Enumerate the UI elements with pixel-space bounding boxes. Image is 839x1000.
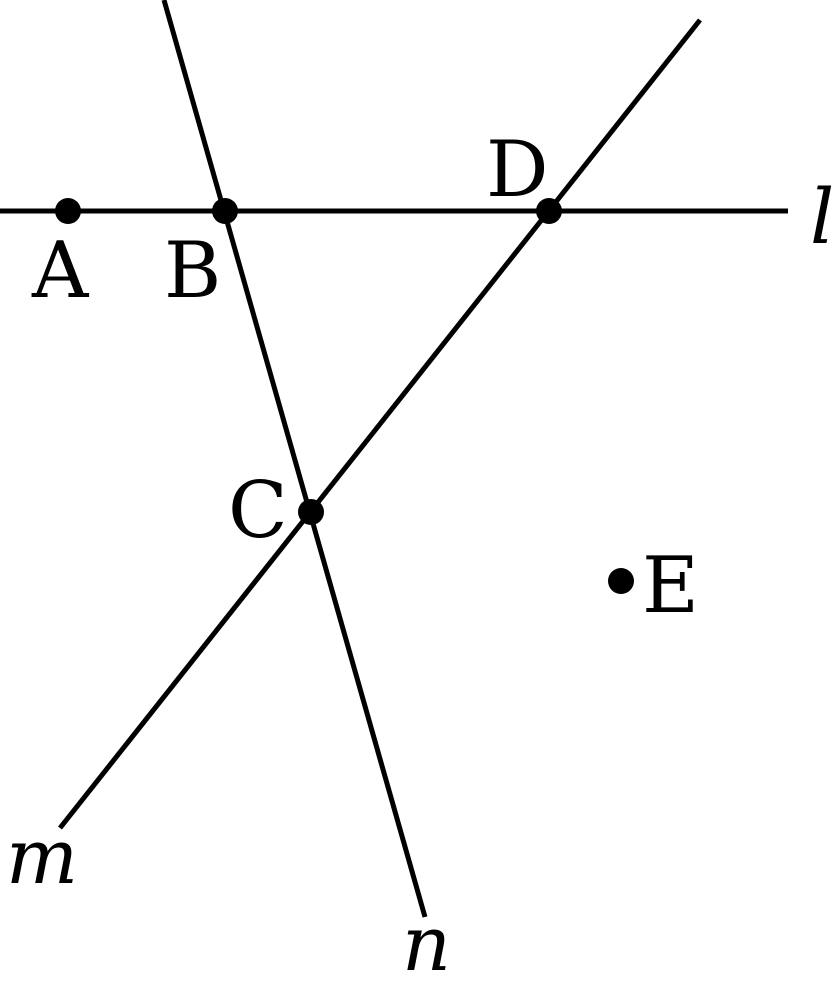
line-m — [58, 18, 702, 830]
point-b-label: B — [164, 226, 221, 316]
point-a — [55, 198, 81, 224]
point-d-label: D — [486, 125, 549, 215]
point-b — [212, 198, 238, 224]
line-n — [161, 0, 428, 918]
point-c-label: C — [228, 466, 288, 556]
point-e-label: E — [642, 541, 699, 631]
line-n-label: n — [402, 899, 451, 988]
point-c — [298, 499, 324, 525]
point-d — [536, 198, 562, 224]
line-l-label: l — [810, 172, 834, 261]
point-e — [608, 568, 634, 594]
point-a-label: A — [31, 226, 90, 316]
line-m-label: m — [6, 812, 78, 901]
